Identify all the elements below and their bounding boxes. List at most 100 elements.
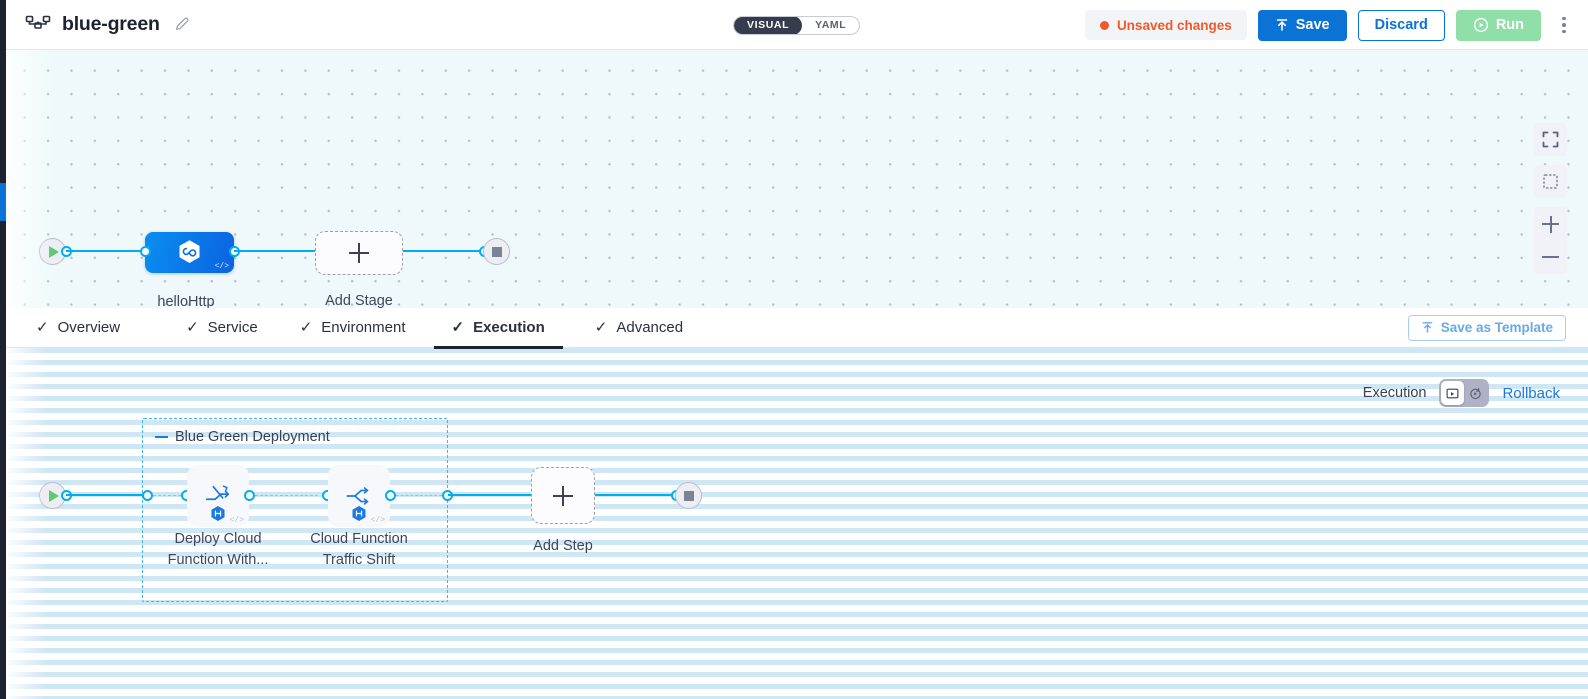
rollback-view-icon[interactable] bbox=[1464, 381, 1487, 405]
stage-config-tabbar: ✓ Overview ✓ Service ✓ Environment ✓ Exe… bbox=[6, 308, 1588, 349]
tab-service[interactable]: ✓ Service bbox=[186, 308, 258, 348]
add-stage-button[interactable] bbox=[315, 231, 403, 275]
fit-to-screen-icon[interactable] bbox=[1534, 165, 1567, 198]
group-in-port[interactable] bbox=[142, 490, 153, 501]
fullscreen-expand-icon[interactable] bbox=[1534, 123, 1567, 156]
add-step-button[interactable] bbox=[531, 467, 595, 524]
header-actions: Unsaved changes Save Discard Run bbox=[1084, 0, 1576, 50]
execution-end-node[interactable] bbox=[675, 482, 702, 509]
execution-view-icon[interactable] bbox=[1441, 381, 1465, 405]
pipeline-nodes-icon bbox=[25, 15, 51, 35]
play-triangle-icon bbox=[49, 245, 59, 258]
tab-service-label: Service bbox=[207, 319, 258, 336]
run-button[interactable]: Run bbox=[1455, 9, 1541, 41]
stage-node-hellohttp[interactable]: </> bbox=[145, 232, 234, 273]
page-title: blue-green bbox=[62, 13, 160, 35]
check-icon: ✓ bbox=[36, 319, 49, 336]
check-icon: ✓ bbox=[299, 319, 313, 336]
traffic-shift-fork-icon bbox=[346, 487, 369, 505]
stage-canvas-controls bbox=[1534, 123, 1567, 274]
stop-square-icon bbox=[683, 490, 694, 501]
play-triangle-icon bbox=[49, 489, 59, 502]
save-as-template-label: Save as Template bbox=[1440, 320, 1553, 335]
zoom-controls bbox=[1534, 207, 1567, 274]
harness-hexagon-icon bbox=[179, 239, 200, 263]
add-step-label: Add Step bbox=[533, 538, 593, 554]
plus-icon bbox=[349, 243, 369, 263]
step-edge-3 bbox=[396, 495, 442, 496]
check-icon: ✓ bbox=[594, 319, 608, 336]
step-group-blue-green[interactable]: Blue Green Deployment bbox=[142, 418, 448, 602]
check-icon: ✓ bbox=[186, 319, 199, 336]
zoom-out-icon[interactable] bbox=[1534, 241, 1567, 274]
step-node-deploy-cloud-function[interactable]: </> bbox=[187, 465, 249, 527]
save-as-template-button[interactable]: Save as Template bbox=[1407, 314, 1566, 341]
check-icon: ✓ bbox=[451, 319, 465, 336]
mode-option-visual[interactable]: VISUAL bbox=[734, 17, 803, 34]
tab-environment[interactable]: ✓ Environment bbox=[300, 308, 406, 348]
tab-overview[interactable]: ✓ Overview bbox=[36, 308, 120, 348]
execution-rollback-toggle[interactable] bbox=[1439, 379, 1490, 407]
kebab-menu-icon[interactable] bbox=[1552, 8, 1576, 42]
tab-list: ✓ Overview ✓ Service ✓ Environment ✓ Exe… bbox=[6, 308, 683, 349]
stage-end-node[interactable] bbox=[483, 238, 510, 265]
unsaved-label: Unsaved changes bbox=[1116, 17, 1232, 33]
upload-arrow-icon bbox=[1276, 19, 1288, 31]
step-edge-1 bbox=[153, 495, 181, 496]
save-button[interactable]: Save bbox=[1257, 9, 1347, 41]
step-code-tag: </> bbox=[229, 516, 244, 525]
node-code-tag: </> bbox=[214, 262, 229, 271]
stage-edge-3 bbox=[403, 250, 484, 253]
pencil-edit-icon[interactable] bbox=[174, 16, 191, 33]
stage-edge-2 bbox=[234, 250, 315, 253]
tab-execution[interactable]: ✓ Execution bbox=[433, 308, 564, 349]
tab-overview-label: Overview bbox=[57, 319, 121, 336]
execution-mode-controls: Execution Rollback bbox=[1363, 379, 1560, 407]
collapse-dash-icon[interactable] bbox=[155, 435, 168, 439]
deploy-cloud-function-icon bbox=[205, 485, 230, 501]
add-stage-label: Add Stage bbox=[325, 293, 393, 308]
stage-canvas[interactable]: </> helloHttp Add Stage bbox=[6, 50, 1588, 308]
zoom-in-icon[interactable] bbox=[1534, 208, 1567, 241]
mode-option-yaml[interactable]: YAML bbox=[815, 19, 847, 31]
execution-edge-start bbox=[66, 494, 146, 497]
left-nav-strip bbox=[0, 0, 6, 699]
harness-hexagon-badge bbox=[210, 505, 227, 522]
template-upload-icon bbox=[1422, 322, 1433, 333]
execution-edge-end bbox=[595, 494, 675, 497]
execution-edge-after-group bbox=[448, 494, 531, 497]
run-button-label: Run bbox=[1495, 17, 1524, 33]
step-node-traffic-shift[interactable]: </> bbox=[328, 465, 390, 527]
discard-button[interactable]: Discard bbox=[1357, 9, 1445, 41]
step-group-title: Blue Green Deployment bbox=[155, 429, 330, 445]
stop-square-icon bbox=[491, 246, 502, 257]
step1-out-port[interactable] bbox=[244, 490, 255, 501]
step-edge-2 bbox=[255, 495, 318, 496]
left-nav-active-indicator bbox=[0, 183, 6, 221]
stage-edge-1 bbox=[66, 250, 145, 253]
rollback-link[interactable]: Rollback bbox=[1502, 384, 1560, 402]
tab-advanced[interactable]: ✓ Advanced bbox=[595, 308, 683, 348]
execution-mode-label: Execution bbox=[1362, 385, 1427, 401]
unsaved-dot-icon bbox=[1099, 20, 1109, 30]
step-group-title-label: Blue Green Deployment bbox=[175, 429, 330, 445]
discard-button-label: Discard bbox=[1374, 17, 1428, 33]
step-node-label-traffic-shift: Cloud Function Traffic Shift bbox=[310, 531, 408, 569]
stage-node-in-port[interactable] bbox=[140, 246, 151, 257]
execution-canvas[interactable]: Execution Rollback bbox=[6, 348, 1588, 699]
tab-advanced-label: Advanced bbox=[616, 319, 684, 336]
stage-node-label: helloHttp bbox=[157, 294, 215, 308]
play-circle-icon bbox=[1473, 17, 1488, 33]
step2-out-port[interactable] bbox=[385, 490, 396, 501]
view-mode-toggle[interactable]: VISUAL YAML bbox=[733, 16, 861, 35]
header-left-group: blue-green bbox=[6, 13, 191, 36]
step-node-label-deploy: Deploy Cloud Function With... bbox=[167, 531, 269, 569]
plus-icon bbox=[553, 485, 573, 506]
app-header: blue-green VISUAL YAML Unsaved changes S… bbox=[6, 0, 1588, 50]
tab-execution-label: Execution bbox=[473, 319, 545, 336]
tab-environment-label: Environment bbox=[321, 319, 406, 336]
save-button-label: Save bbox=[1295, 17, 1330, 33]
step-code-tag: </> bbox=[370, 516, 385, 525]
status-badge-unsaved: Unsaved changes bbox=[1084, 10, 1247, 40]
harness-hexagon-badge bbox=[351, 505, 368, 522]
